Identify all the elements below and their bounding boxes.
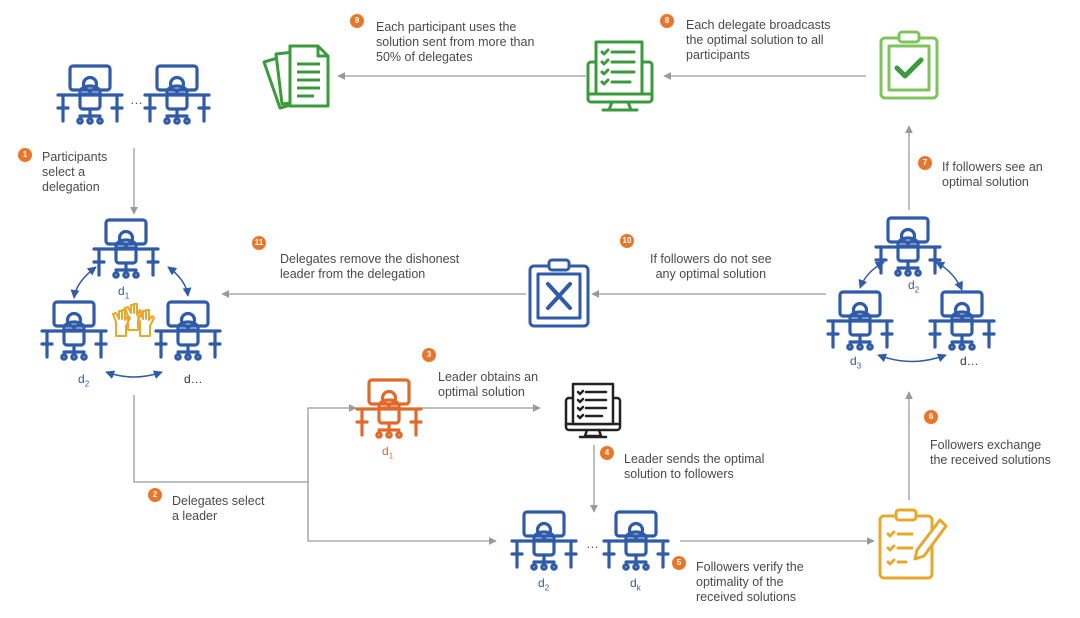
workstation-icon [928,290,996,351]
workstation-icon [826,290,894,351]
workstation-icon [874,216,942,277]
step-badge-1: 1 [18,148,32,162]
step-text-1: Participants select a delegation [42,150,108,194]
step-text-7: If followers see an optimal solution [942,160,1043,189]
step-text-3: Leader obtains an optimal solution [438,370,539,399]
step-badge-7: 7 [918,156,932,170]
node-label-right-left: d3 [850,354,862,371]
workstation-icon [355,378,423,439]
step-text-10: If followers do not see any optimal solu… [650,252,772,281]
workstation-icon [154,300,222,361]
clipboard-check-icon [879,30,939,100]
step-badge-11: 11 [252,236,266,250]
raised-hands-icon [112,303,155,337]
monitor-checklist-icon [564,382,622,439]
step-badge-4: 4 [600,446,614,460]
node-label-right-right: d… [960,354,979,368]
arc-right-top-right [935,261,963,291]
arrow-to-followers [307,482,497,545]
step-text-11: Delegates remove the dishonest leader fr… [280,252,460,281]
step-badge-6: 6 [924,410,938,424]
arc-left-bottom [105,370,163,379]
arc-left-top-right [167,266,192,297]
node-label-follower-right: dk [630,576,641,593]
step-badge-8: 8 [660,14,674,28]
node-label-left-top: d1 [118,284,130,301]
workstation-icon [56,64,124,125]
node-label-left-left: d2 [78,372,90,389]
node-label-leader: d1 [382,444,394,461]
step-text-9: Each participant uses the solution sent … [376,20,535,64]
step-text-6: Followers exchange the received solution… [930,438,1051,467]
leader-group [355,378,423,439]
step-badge-10: 10 [620,234,634,248]
clipboard-pencil-icon [878,508,948,580]
step-text-8: Each delegate broadcasts the optimal sol… [686,18,831,62]
workstation-icon [143,64,211,125]
node-label-right-top: d2 [908,278,920,295]
workstation-icon [40,300,108,361]
node-label-follower-left: d2 [538,576,550,593]
arc-right-bottom [877,353,947,363]
step-text-5: Followers verify the optimality of the r… [696,560,804,604]
step-text-4: Leader sends the optimal solution to fol… [624,452,765,481]
node-label-left-right: d… [184,372,203,386]
monitor-checklist-icon [586,40,654,112]
participants-ellipsis: … [130,92,143,107]
arrow-leader-select [133,395,357,483]
arc-left-top-left [70,266,97,299]
step-badge-9: 9 [350,14,364,28]
followers-ellipsis: … [586,536,599,551]
step-badge-3: 3 [422,348,436,362]
step-text-2: Delegates select a leader [172,494,265,523]
step-badge-2: 2 [148,488,162,502]
workstation-icon [602,510,670,571]
left-delegation-group [40,218,222,361]
step-badge-5: 5 [672,556,686,570]
workstation-icon [510,510,578,571]
workstation-icon [92,218,160,279]
documents-icon [262,44,330,110]
connectors [130,72,913,545]
clipboard-x-icon [528,258,590,328]
